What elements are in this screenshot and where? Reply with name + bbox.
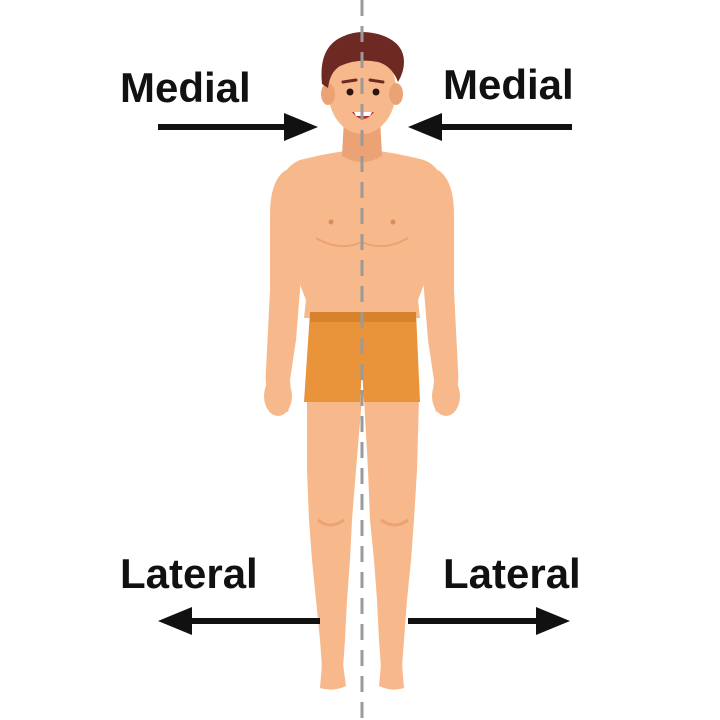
left-leg: [307, 398, 362, 668]
left-ear: [321, 83, 335, 105]
left-knee-line: [317, 518, 345, 527]
lateral-right-arrow: [408, 607, 570, 635]
right-leg: [364, 398, 419, 668]
right-knee-line: [380, 518, 409, 527]
left-eye: [346, 88, 354, 96]
label-lateral-right: Lateral: [443, 550, 581, 597]
shorts: [304, 312, 420, 402]
medial-right-arrow: [408, 113, 572, 141]
arrow-left-icon: [408, 113, 442, 141]
label-lateral-left: Lateral: [120, 550, 258, 597]
arrow-right-icon: [284, 113, 318, 141]
arrow-left-icon: [158, 607, 192, 635]
lateral-left-arrow: [158, 607, 320, 635]
left-hand: [264, 376, 292, 416]
arrow-right-icon: [536, 607, 570, 635]
right-nipple: [390, 219, 396, 225]
right-brow: [368, 78, 385, 84]
right-hand: [432, 376, 460, 416]
left-nipple: [328, 219, 334, 225]
right-ear: [389, 83, 403, 105]
label-medial-left: Medial: [120, 64, 251, 111]
label-medial-right: Medial: [443, 61, 574, 108]
right-foot: [379, 664, 404, 690]
left-foot: [320, 664, 346, 690]
human-figure: [264, 32, 460, 690]
left-brow: [341, 78, 358, 84]
right-eye: [372, 88, 380, 96]
medial-left-arrow: [158, 113, 318, 141]
